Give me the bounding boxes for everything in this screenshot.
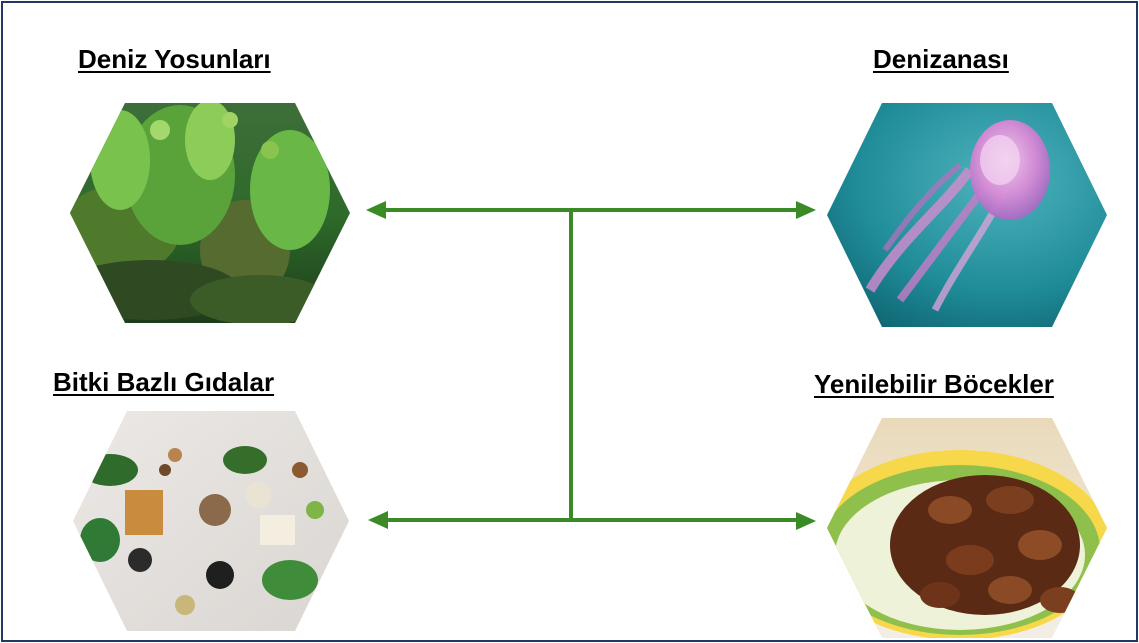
seaweed-image (70, 103, 350, 323)
plant-based-food-image (73, 411, 349, 631)
arrowhead-top-right (796, 201, 816, 219)
label-jellyfish: Denizanası (873, 44, 1009, 74)
label-seaweed: Deniz Yosunları (78, 44, 271, 74)
arrowhead-bottom-left (368, 511, 388, 529)
jellyfish-image (827, 103, 1107, 327)
label-plant-based-foods: Bitki Bazlı Gıdalar (53, 367, 275, 397)
edible-insects-image (827, 418, 1107, 638)
arrowhead-top-left (366, 201, 386, 219)
connector-lines (366, 201, 816, 530)
label-edible-insects: Yenilebilir Böcekler (814, 369, 1054, 399)
arrowhead-bottom-right (796, 512, 816, 530)
